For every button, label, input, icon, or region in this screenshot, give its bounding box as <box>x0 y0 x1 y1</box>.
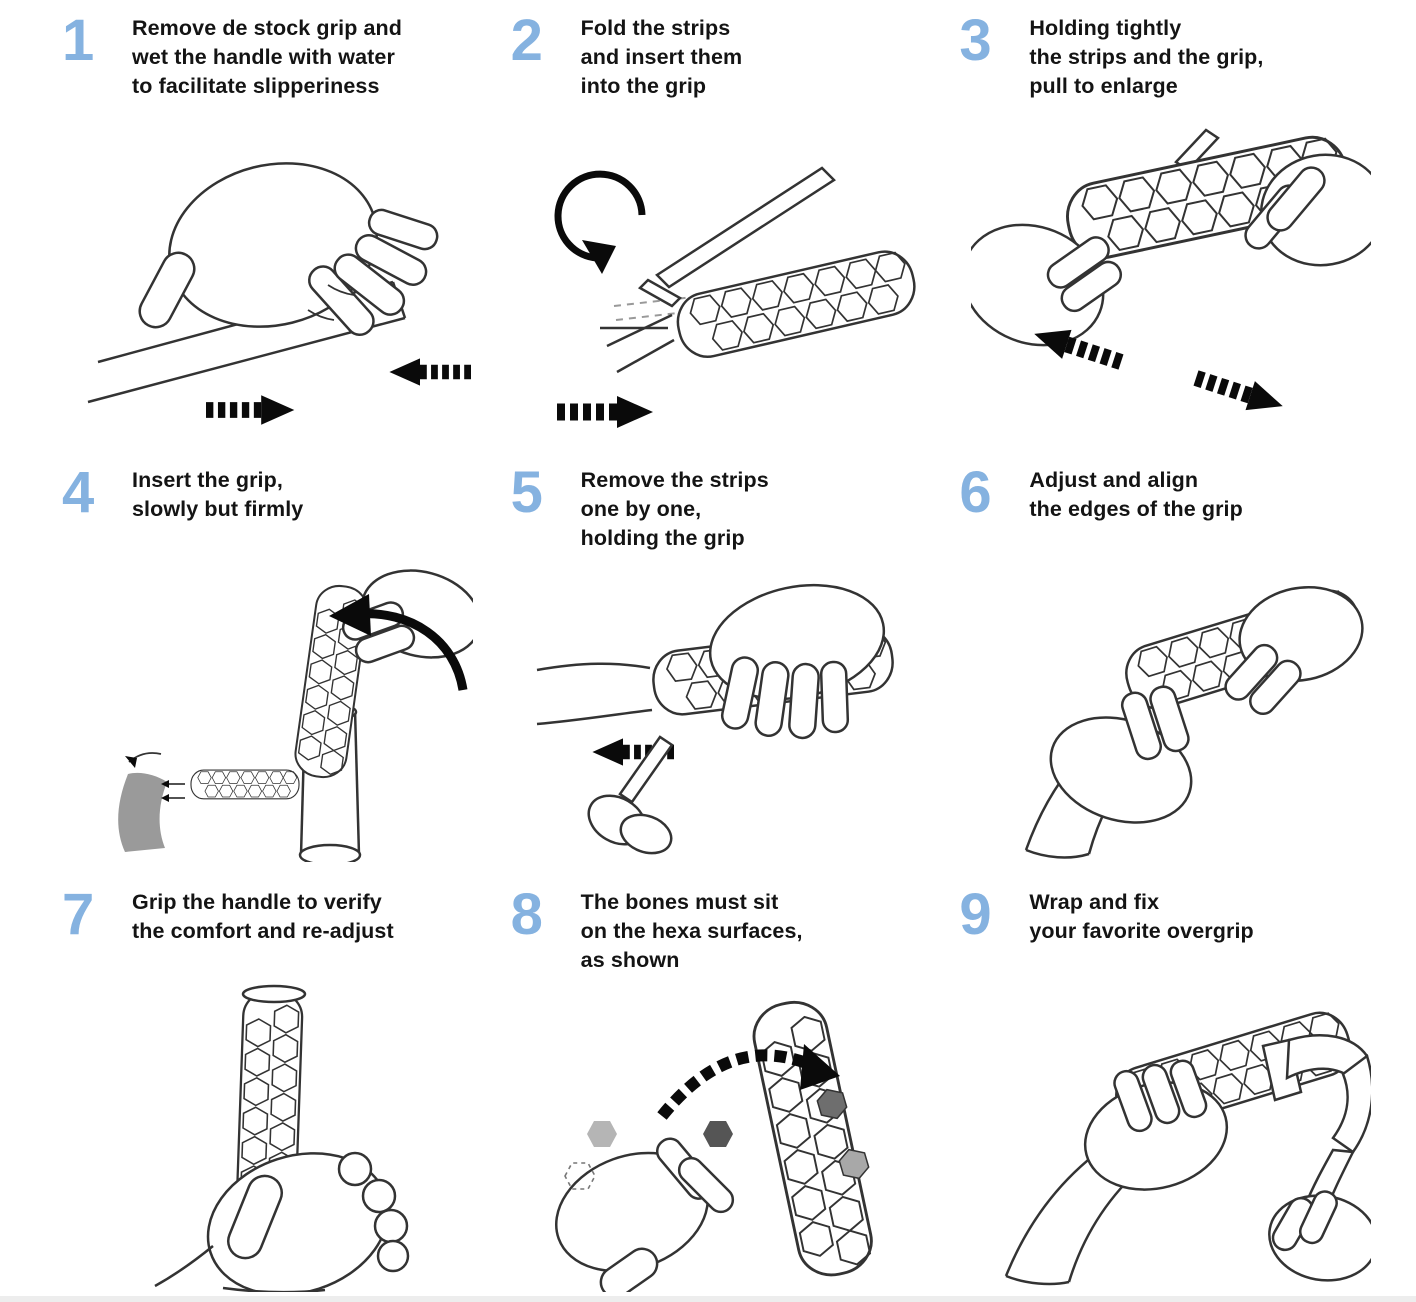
step-number: 7 <box>62 882 94 947</box>
step-number: 9 <box>959 882 991 947</box>
place-bone-arrow <box>657 1049 817 1120</box>
step-text: Fold the strips and insert them into the… <box>580 16 743 99</box>
inserted-strips <box>606 313 673 348</box>
step-4: 4 Insert the grip, slowly but firmly <box>62 462 485 884</box>
step-number: 3 <box>959 8 991 73</box>
step-9-header: 9 Wrap and fix your favorite overgrip <box>959 884 1382 984</box>
fold-arrow <box>554 170 646 262</box>
remove-strips-illustration <box>536 583 898 855</box>
handle-silhouette <box>118 772 168 852</box>
step-text: The bones must sit on the hexa surfaces,… <box>580 890 803 973</box>
step-text: Remove the strips one by one, holding th… <box>580 468 769 551</box>
wrist-line <box>154 1245 215 1288</box>
step-5-header: 5 Remove the strips one by one, holding … <box>511 462 934 562</box>
inset-diagram <box>118 752 300 852</box>
step-text: Wrap and fix your favorite overgrip <box>1029 890 1254 944</box>
step-8-illustration <box>511 984 934 1298</box>
step-7-header: 7 Grip the handle to verify the comfort … <box>62 884 485 984</box>
step-text: Insert the grip, slowly but firmly <box>132 468 304 522</box>
step-1: 1 Remove de stock grip and wet the handl… <box>62 10 485 462</box>
step-8-header: 8 The bones must sit on the hexa surface… <box>511 884 934 984</box>
step-2: 2 Fold the strips and insert them into t… <box>511 10 934 462</box>
step-text: Grip the handle to verify the comfort an… <box>132 890 394 944</box>
step-9: 9 Wrap and fix your favorite overgrip <box>959 884 1382 1298</box>
gripping-hand <box>1083 1059 1228 1191</box>
step-1-illustration <box>62 110 485 462</box>
lower-hand <box>1049 685 1193 824</box>
insert-arrow <box>557 396 653 428</box>
step-text: Adjust and align the edges of the grip <box>1029 468 1243 522</box>
step-5-illustration <box>511 562 934 884</box>
holding-hand <box>708 583 886 740</box>
upper-hand <box>1224 585 1364 716</box>
right-hand <box>1243 153 1371 267</box>
step-7-illustration <box>62 984 485 1298</box>
step-number: 6 <box>959 460 991 525</box>
step-9-illustration <box>959 984 1382 1298</box>
folded-strip <box>655 166 836 289</box>
step-number: 2 <box>510 8 543 73</box>
step-8: 8 The bones must sit on the hexa surface… <box>511 884 934 1298</box>
step-6-header: 6 Adjust and align the edges of the grip <box>959 462 1382 562</box>
step-number: 1 <box>62 8 94 73</box>
hand <box>138 162 439 337</box>
step-text: Holding tightly the strips and the grip,… <box>1029 16 1264 99</box>
push-right-arrow <box>206 395 294 424</box>
step-6: 6 Adjust and align the edges of the grip <box>959 462 1382 884</box>
step-4-illustration <box>62 562 485 884</box>
push-left-arrow <box>390 358 472 385</box>
step-number: 4 <box>62 460 94 525</box>
hand-pressing-handle-illustration <box>88 162 473 440</box>
hex-grip <box>746 994 879 1283</box>
pull-right-arrow <box>1191 364 1287 421</box>
step-3-illustration <box>959 110 1382 462</box>
step-4-header: 4 Insert the grip, slowly but firmly <box>62 462 485 562</box>
fist <box>207 1151 410 1292</box>
step-3: 3 Holding tightly the strips and the gri… <box>959 10 1382 462</box>
wrap-overgrip-illustration <box>1004 1004 1371 1286</box>
fold-strips-illustration <box>522 166 922 440</box>
pull-to-enlarge-illustration <box>970 128 1371 440</box>
tape-hand <box>1267 1190 1371 1282</box>
step-6-illustration <box>959 562 1382 884</box>
horizontal-scrollbar-track[interactable] <box>0 1296 1416 1302</box>
step-number: 5 <box>510 460 543 525</box>
step-2-illustration <box>511 110 934 462</box>
hand-with-bone <box>554 1137 735 1292</box>
step-number: 8 <box>510 882 543 947</box>
racket-throat <box>536 662 651 672</box>
strip-being-pulled <box>618 735 674 804</box>
insert-grip-illustration <box>118 569 474 862</box>
step-2-header: 2 Fold the strips and insert them into t… <box>511 10 934 110</box>
step-text: Remove de stock grip and wet the handle … <box>132 16 403 99</box>
step-7: 7 Grip the handle to verify the comfort … <box>62 884 485 1298</box>
grip-to-verify-illustration <box>154 984 410 1292</box>
bones-on-hexa-illustration <box>554 994 879 1292</box>
adjust-align-illustration <box>1024 582 1369 859</box>
gray-bone-on-grip <box>838 1148 870 1180</box>
insert-curved-arrow <box>356 609 468 691</box>
dark-bone-on-grip <box>816 1088 848 1120</box>
step-3-header: 3 Holding tightly the strips and the gri… <box>959 10 1382 110</box>
grip-top-edge <box>242 984 307 1004</box>
small-hex-grip <box>190 769 300 800</box>
held-bone <box>702 1121 733 1147</box>
loose-bone <box>586 1121 617 1147</box>
step-1-header: 1 Remove de stock grip and wet the handl… <box>62 10 485 110</box>
step-5: 5 Remove the strips one by one, holding … <box>511 462 934 884</box>
left-hand <box>970 223 1122 347</box>
hex-grip <box>670 244 922 364</box>
pulling-fingers <box>587 794 673 855</box>
